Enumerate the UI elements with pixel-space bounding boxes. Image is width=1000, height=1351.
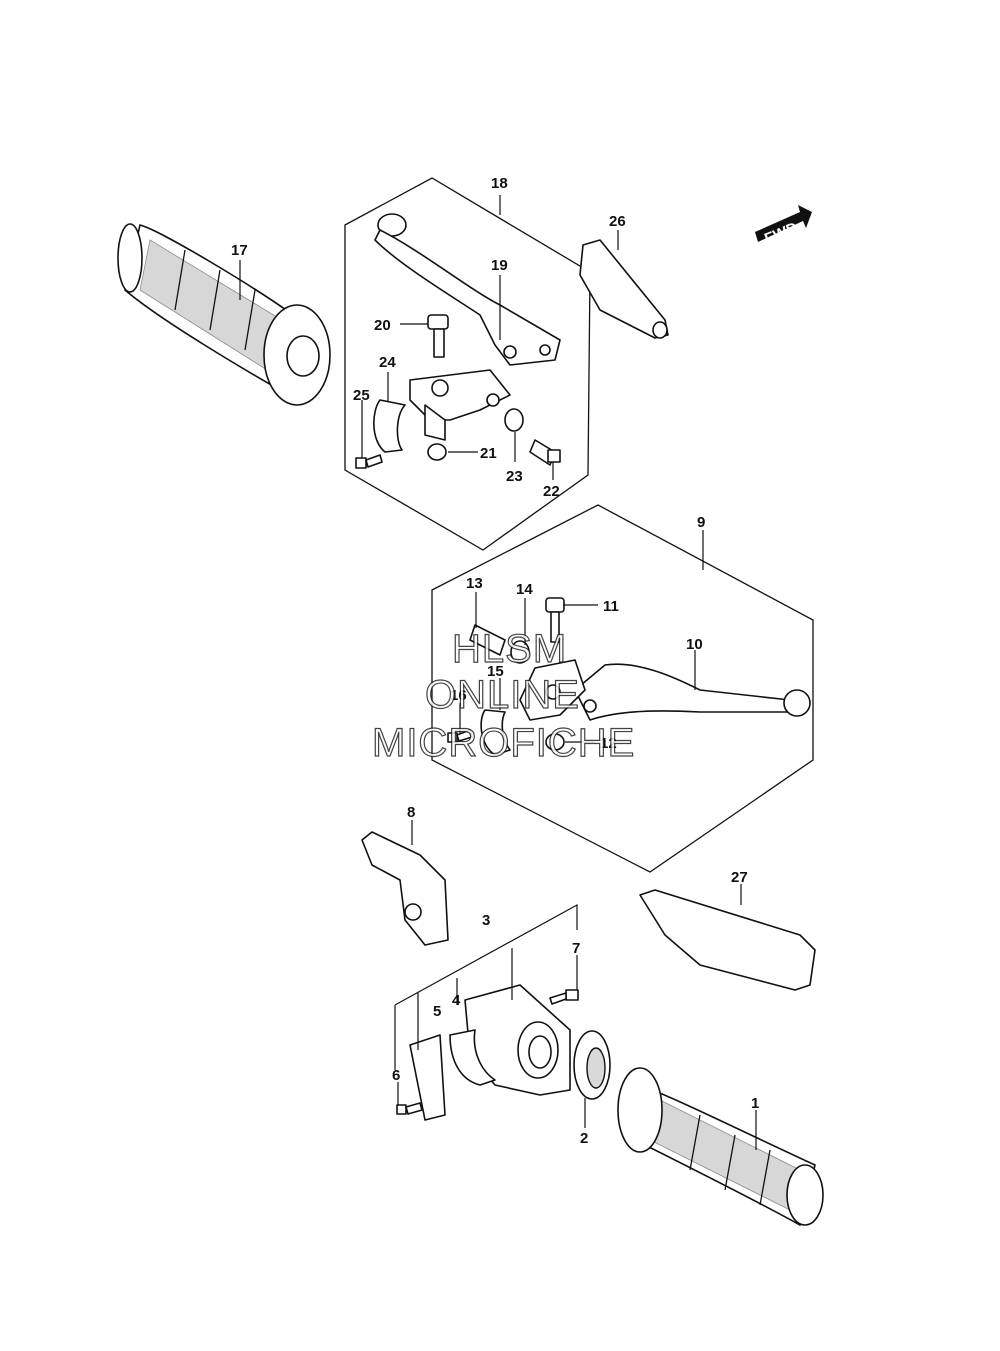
brake-lever (574, 663, 811, 721)
fwd-label: FWD (762, 219, 800, 248)
assembly-bracket (394, 903, 578, 1070)
throttle-housing-half (449, 1029, 496, 1086)
brake-clamp-screw (447, 729, 473, 743)
callout-11: 11 (603, 598, 619, 615)
clutch-holder-clamp (373, 399, 406, 453)
pivot-bolt (427, 314, 449, 358)
clutch-lever-holder (409, 369, 511, 441)
clutch-lever (374, 213, 561, 366)
callout-2: 2 (580, 1130, 588, 1147)
callout-26: 26 (609, 213, 626, 230)
callout-27: 27 (731, 869, 748, 886)
fwd-arrow-icon: FWD (755, 205, 812, 248)
callout-25: 25 (353, 387, 370, 404)
callout-15: 15 (487, 663, 504, 680)
callout-4: 4 (452, 992, 461, 1009)
brake-lever-nut (545, 733, 565, 751)
adjuster-bolt (529, 439, 561, 466)
watermark-line3: MICROFICHE (372, 721, 635, 765)
watermark-line2: ONLINE (425, 673, 580, 717)
brake-adjuster-screw (469, 624, 506, 656)
callout-20: 20 (374, 317, 391, 334)
clutch-lever-cover (579, 239, 669, 339)
callout-17: 17 (231, 242, 248, 259)
clamp-screw (355, 454, 383, 469)
callout-16: 16 (450, 687, 467, 704)
housing-screw-upper (549, 989, 579, 1005)
brake-holder-clamp (480, 709, 511, 756)
throttle-housing (464, 984, 571, 1096)
callout-24: 24 (379, 354, 396, 371)
throttle-plate (409, 1034, 446, 1121)
throttle-cable-guide (361, 831, 449, 946)
callout-10: 10 (686, 636, 703, 653)
kit-frame-brake-lever (431, 504, 814, 873)
callout-22: 22 (543, 483, 560, 500)
brake-pivot-bolt (545, 597, 565, 643)
kit-frame-clutch-lever (344, 177, 591, 551)
leader-lines (239, 195, 757, 1150)
callout-8: 8 (407, 804, 415, 821)
brake-lever-holder (519, 659, 586, 721)
brake-adjuster-spring (510, 640, 530, 664)
callout-9: 9 (697, 514, 705, 531)
callout-labels: 17 18 19 20 24 25 21 23 22 26 9 11 13 14… (231, 175, 759, 1147)
callout-21: 21 (480, 445, 497, 462)
callout-1: 1 (751, 1095, 759, 1112)
callout-3: 3 (482, 912, 490, 929)
callout-18: 18 (491, 175, 508, 192)
watermark-line1: HLSM (452, 627, 567, 671)
left-grip (117, 223, 331, 406)
callout-6: 6 (392, 1067, 400, 1084)
callout-19: 19 (491, 257, 508, 274)
callout-14: 14 (516, 581, 533, 598)
callout-12: 12 (600, 735, 617, 752)
throttle-ring (573, 1030, 611, 1100)
callout-5: 5 (433, 1003, 441, 1020)
housing-screw (396, 1102, 423, 1115)
callout-7: 7 (572, 940, 580, 957)
lever-nut (427, 443, 447, 461)
right-grip (617, 1067, 824, 1226)
callout-23: 23 (506, 468, 523, 485)
watermark: HLSM ONLINE MICROFICHE (371, 626, 635, 765)
callout-13: 13 (466, 575, 483, 592)
adjuster-spring (504, 408, 524, 432)
brake-lever-cover (639, 889, 816, 991)
